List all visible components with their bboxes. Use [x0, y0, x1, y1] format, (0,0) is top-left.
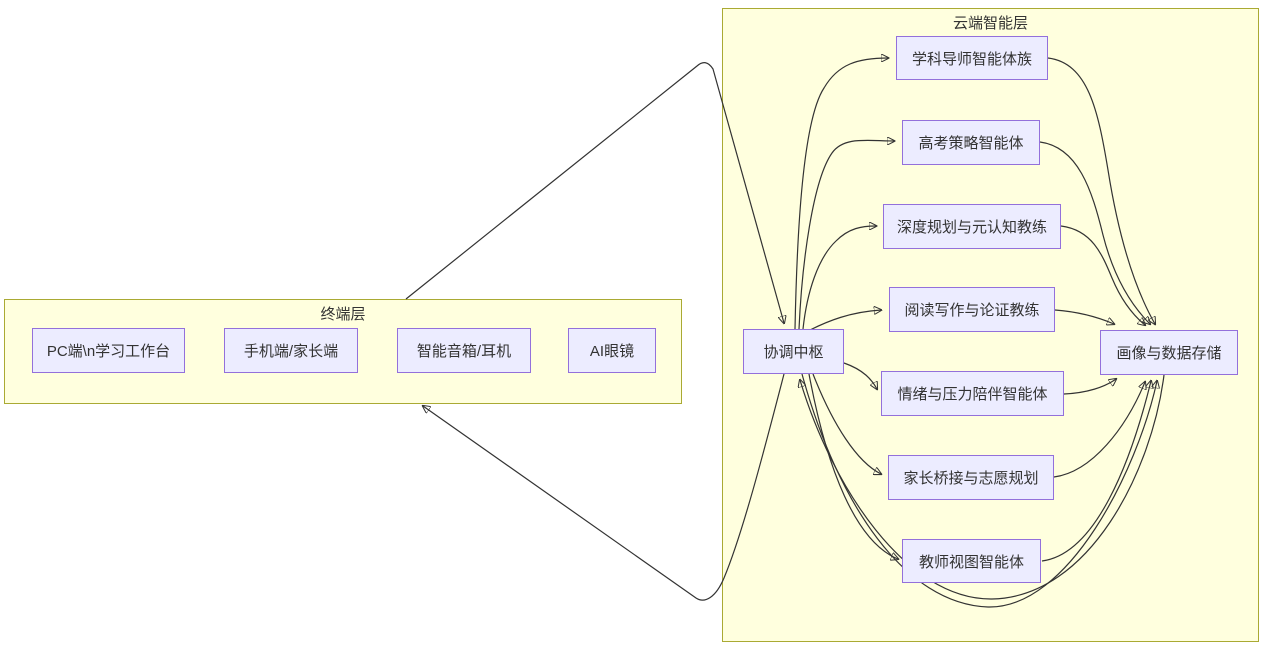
node-mobile-parent: 手机端/家长端 — [224, 328, 358, 373]
cluster-cloud-label: 云端智能层 — [952, 15, 1028, 32]
node-deep-planning: 深度规划与元认知教练 — [883, 204, 1061, 249]
node-profile-storage: 画像与数据存储 — [1100, 330, 1238, 375]
node-pc-workbench: PC端\n学习工作台 — [32, 328, 185, 373]
node-parent-bridge: 家长桥接与志愿规划 — [888, 455, 1054, 500]
node-subject-tutors: 学科导师智能体族 — [896, 36, 1048, 80]
node-ai-glasses: AI眼镜 — [568, 328, 656, 373]
node-teacher-view: 教师视图智能体 — [902, 539, 1041, 583]
node-smart-speaker: 智能音箱/耳机 — [397, 328, 531, 373]
node-emotion-support: 情绪与压力陪伴智能体 — [881, 371, 1064, 416]
node-gaokao-strategy: 高考策略智能体 — [902, 120, 1040, 165]
node-coordination-hub: 协调中枢 — [743, 329, 844, 374]
node-reading-writing: 阅读写作与论证教练 — [889, 287, 1055, 332]
cluster-terminal-label: 终端层 — [320, 306, 366, 323]
